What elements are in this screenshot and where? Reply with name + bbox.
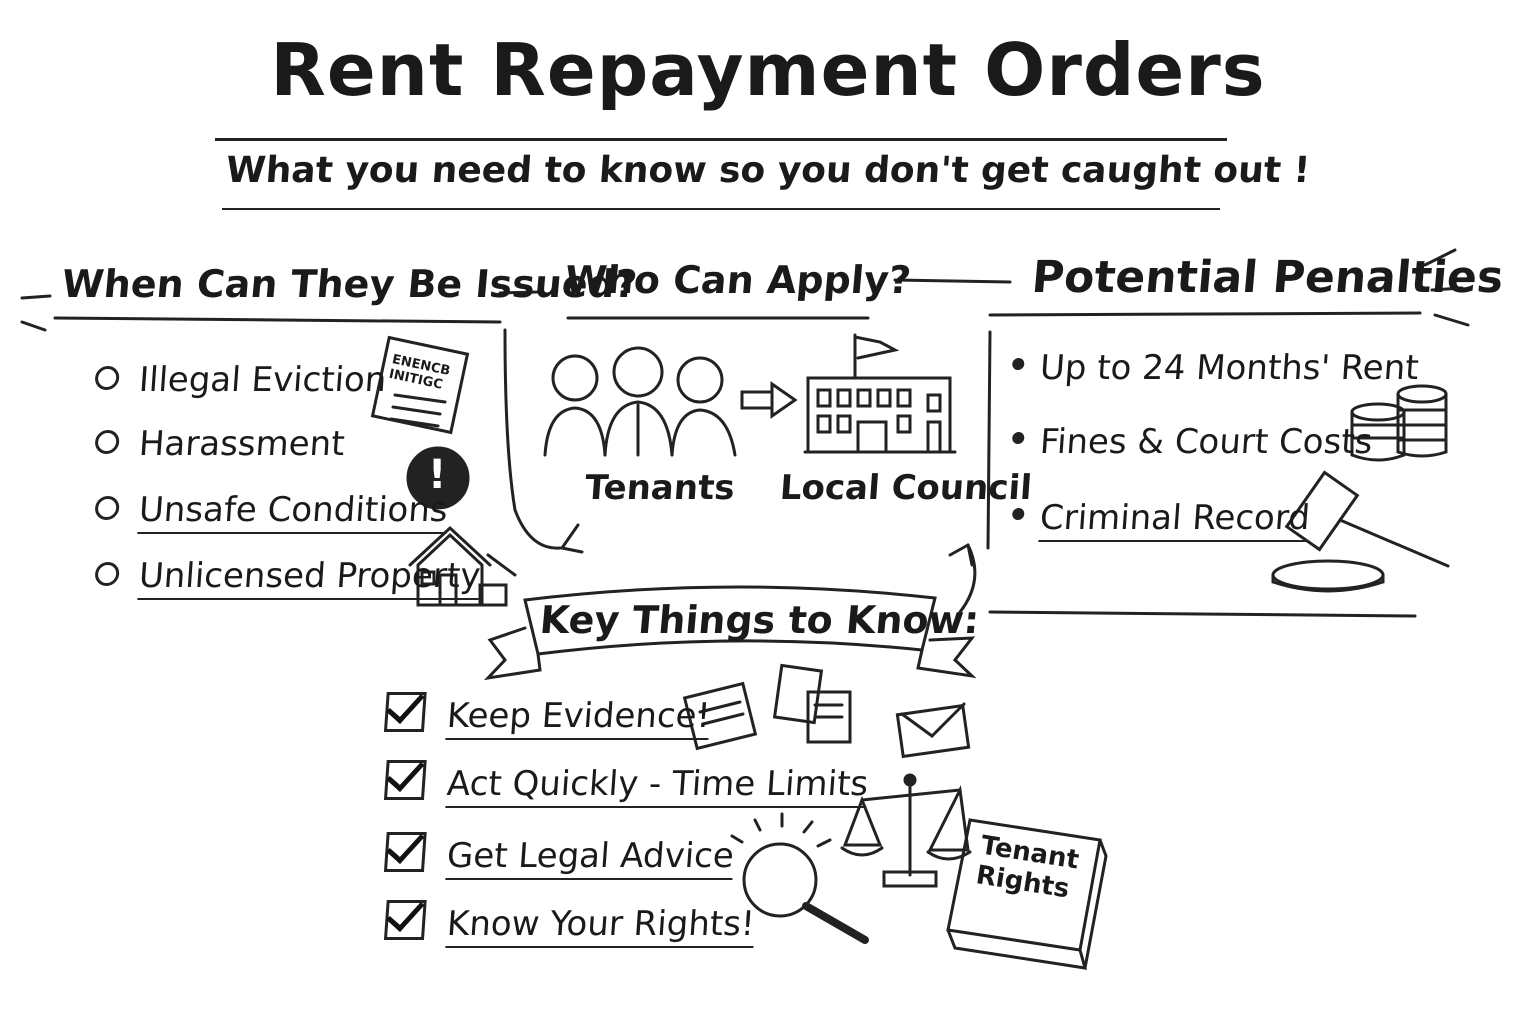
checkbox-icon: [383, 899, 427, 940]
key-item-4: Know Your Rights!: [383, 899, 756, 948]
envelope-icon: [895, 702, 971, 759]
exclamation-icon: [406, 446, 470, 510]
exclamation-glyph: !: [428, 452, 447, 498]
book-icon: [946, 818, 1108, 970]
when-heading: When Can They Be Issued?: [60, 262, 639, 306]
checkbox-icon: [383, 691, 427, 732]
bullet-icon: [94, 429, 121, 454]
bullet-icon: [94, 495, 121, 520]
title-rule: [215, 138, 1227, 141]
page-title: Rent Repayment Orders: [270, 28, 1266, 112]
when-item-4: Unlicensed Property: [94, 556, 482, 600]
house-icon: [408, 525, 517, 607]
council-label: Local Council: [778, 468, 1034, 508]
bullet-icon: [1011, 507, 1025, 520]
documents-icon: [682, 663, 852, 751]
gavel-icon: [1271, 470, 1450, 593]
building-icon: [803, 333, 957, 454]
penalty-item-2: Fines & Court Costs: [1011, 422, 1374, 462]
bullet-icon: [1011, 431, 1025, 444]
tenants-label: Tenants: [583, 468, 736, 508]
checkbox-icon: [383, 759, 427, 800]
key-item-1: Keep Evidence!: [383, 691, 712, 740]
bullet-icon: [94, 365, 121, 390]
when-item-3: Unsafe Conditions: [94, 490, 450, 534]
arrow-icon: [740, 381, 798, 419]
penalty-item-1: Up to 24 Months' Rent: [1011, 348, 1420, 388]
when-item-1: Illegal Eviction: [94, 360, 388, 400]
subtitle-rule: [222, 208, 1220, 210]
people-icon: [543, 346, 737, 457]
who-heading: Who Can Apply?: [563, 258, 913, 302]
when-item-2: Harassment: [94, 424, 346, 464]
scales-icon: [840, 773, 972, 888]
coins-icon: [1350, 384, 1448, 462]
notice-icon: [370, 335, 470, 435]
magnifier-icon: [730, 812, 869, 944]
penalties-heading: Potential Penalties: [1029, 252, 1506, 303]
key-heading: Key Things to Know:: [538, 598, 981, 642]
banner-icon: [483, 585, 977, 681]
key-item-3: Get Legal Advice: [383, 831, 736, 880]
key-item-2: Act Quickly - Time Limits: [383, 759, 870, 808]
checkbox-icon: [383, 831, 427, 872]
bullet-icon: [94, 561, 121, 586]
bullet-icon: [1011, 357, 1025, 370]
penalty-item-3: Criminal Record: [1011, 498, 1312, 542]
